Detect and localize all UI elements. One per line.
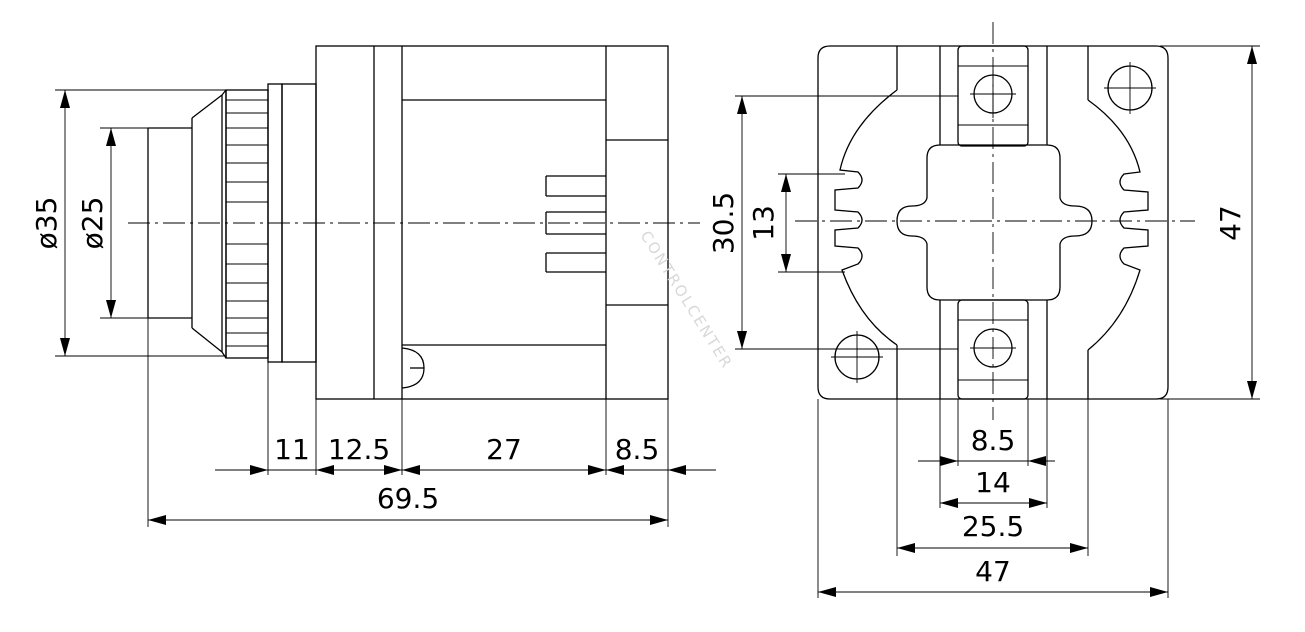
dim-12-5-label: 12.5 (328, 433, 390, 466)
dim-11-label: 11 (274, 433, 310, 466)
hole-bottom-left (831, 331, 883, 383)
dim-25-5: 25.5 (897, 510, 1088, 553)
dim-13-label: 13 (747, 205, 780, 241)
center-opening (834, 89, 898, 346)
dim-dia25: ø25 (76, 127, 148, 319)
dim-dia35: ø35 (30, 89, 226, 357)
dim-total: 69.5 (148, 482, 668, 525)
knurled-ring (225, 89, 269, 359)
dim-27-label: 27 (486, 433, 522, 466)
button-cap (147, 89, 227, 359)
dim-14: 14 (940, 466, 1047, 508)
inner-cavity (896, 144, 1093, 301)
dim-30-5-label: 30.5 (707, 192, 740, 254)
dim-47-horizontal: 47 (818, 555, 1168, 597)
side-view: ø35 ø25 11 12.5 27 (30, 45, 716, 527)
dim-47-vertical: 47 (1160, 45, 1260, 400)
switch-body (315, 45, 669, 400)
dim-8-5-front: 8.5 (918, 424, 1055, 466)
dim-25-5-label: 25.5 (962, 510, 1024, 543)
front-view: 30.5 13 47 (707, 22, 1260, 598)
dim-8-5-front-label: 8.5 (971, 424, 1016, 457)
dim-30-5: 30.5 (707, 95, 958, 350)
hole-top-right (1104, 62, 1156, 114)
mounting-plate (817, 45, 1169, 400)
dim-47-vertical-label: 47 (1214, 205, 1247, 241)
dim-8-5-label: 8.5 (615, 433, 660, 466)
dim-chain: 11 12.5 27 8.5 (215, 433, 716, 475)
dim-13: 13 (747, 173, 845, 273)
dim-69-5-label: 69.5 (377, 482, 439, 515)
dim-dia35-label: ø35 (30, 197, 63, 250)
dim-14-label: 14 (975, 466, 1011, 499)
dim-47-horizontal-label: 47 (975, 555, 1011, 588)
dim-dia25-label: ø25 (76, 197, 109, 250)
